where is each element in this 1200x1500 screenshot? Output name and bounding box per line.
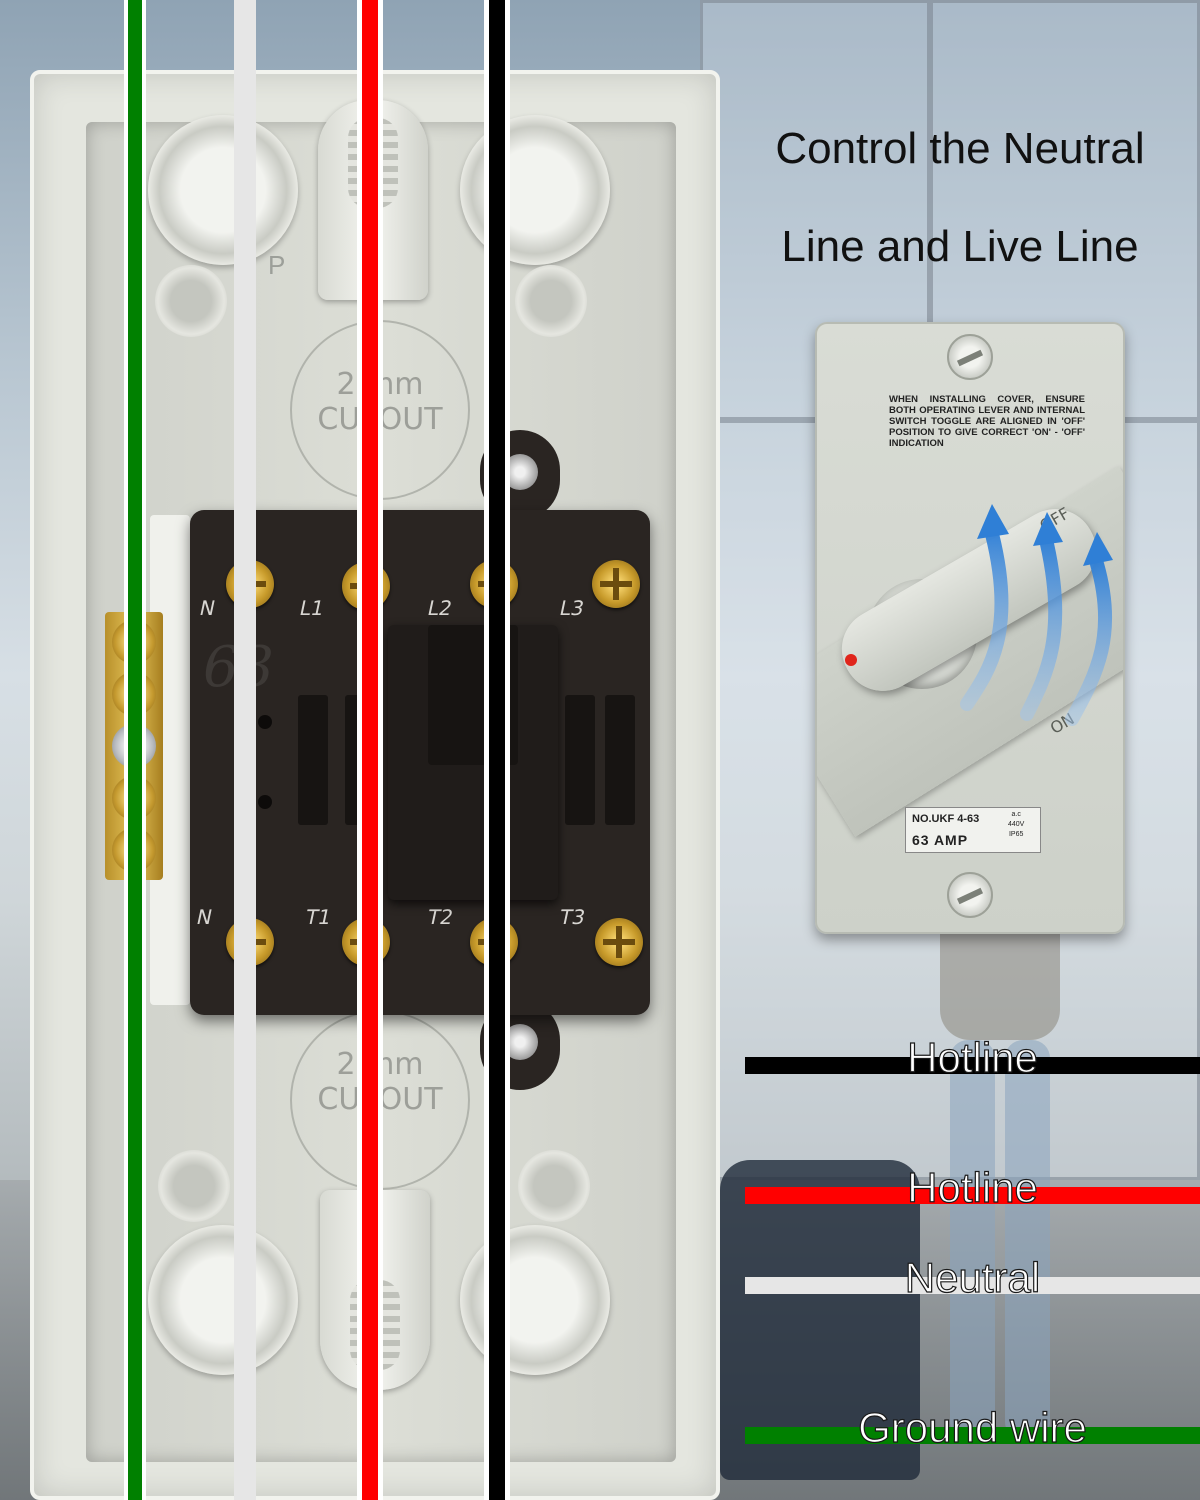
cable-gland xyxy=(148,115,298,265)
neutral-wire xyxy=(234,0,256,1500)
black-hot-wire xyxy=(489,0,505,1500)
terminal-label: T2 xyxy=(425,905,456,929)
legend-label: Neutral xyxy=(904,1253,1041,1301)
legend-label: Hotline xyxy=(907,1163,1039,1211)
background-suitcase xyxy=(720,1160,920,1480)
cover-screw xyxy=(947,334,993,380)
upward-arrows-icon xyxy=(960,504,1113,726)
rating-label: NO.UKF 4-63 63 AMP a.c 440V IP65 xyxy=(905,807,1041,853)
mounting-hole xyxy=(515,265,587,337)
cable-gland xyxy=(460,1225,610,1375)
model-number: NO.UKF 4-63 xyxy=(912,813,980,825)
mounting-hole xyxy=(155,265,227,337)
headline-line-2: Line and Live Line xyxy=(781,222,1139,271)
switch-slot xyxy=(298,695,328,825)
mounting-hole xyxy=(158,1150,230,1222)
cover-screw xyxy=(947,872,993,918)
switch-actuator xyxy=(388,625,558,900)
ip-rating-label: IP65 xyxy=(1008,831,1024,838)
headline-line-1: Control the Neutral xyxy=(775,124,1145,173)
legend-item-neutral: Neutral xyxy=(745,1252,1200,1312)
headline: Control the Neutral Line and Live Line xyxy=(735,100,1185,296)
isolator-switch-photo: When installing cover, ensure both opera… xyxy=(815,322,1125,934)
switch-slot xyxy=(565,695,595,825)
enclosure-marking: P xyxy=(268,250,286,280)
red-hot-wire xyxy=(362,0,378,1500)
mounting-hole xyxy=(518,1150,590,1222)
switch-slot xyxy=(605,695,635,825)
terminal-screw xyxy=(592,560,640,608)
legend-swatch xyxy=(745,1187,1200,1204)
terminal-label: L2 xyxy=(425,596,455,620)
voltage-label: 440V xyxy=(1008,821,1025,828)
terminal-label: T1 xyxy=(303,905,334,929)
indicator-dot xyxy=(845,654,857,666)
legend-item-red-hotline: Hotline xyxy=(745,1162,1200,1222)
legend-swatch xyxy=(745,1427,1200,1444)
legend-item-black-hotline: Hotline xyxy=(745,1032,1200,1092)
switch-hole xyxy=(258,715,272,729)
terminal-screw xyxy=(595,918,643,966)
legend-label: Ground wire xyxy=(858,1403,1088,1451)
switch-hole xyxy=(258,795,272,809)
ground-wire xyxy=(128,0,142,1500)
cable-gland xyxy=(460,115,610,265)
terminal-label: L3 xyxy=(557,596,587,620)
legend-item-ground-wire: Ground wire xyxy=(745,1402,1200,1462)
amp-rating: 63 AMP xyxy=(912,832,969,848)
installation-warning: When installing cover, ensure both opera… xyxy=(889,394,1085,449)
terminal-label: T3 xyxy=(557,905,588,929)
electrical-specs: a.c 440V IP65 xyxy=(1008,810,1024,840)
terminal-label: L1 xyxy=(297,596,327,620)
cable-gland xyxy=(148,1225,298,1375)
ac-label: a.c xyxy=(1011,811,1021,818)
legend-swatch xyxy=(745,1057,1200,1074)
legend-label: Hotline xyxy=(907,1033,1039,1081)
legend-swatch xyxy=(745,1277,1200,1294)
